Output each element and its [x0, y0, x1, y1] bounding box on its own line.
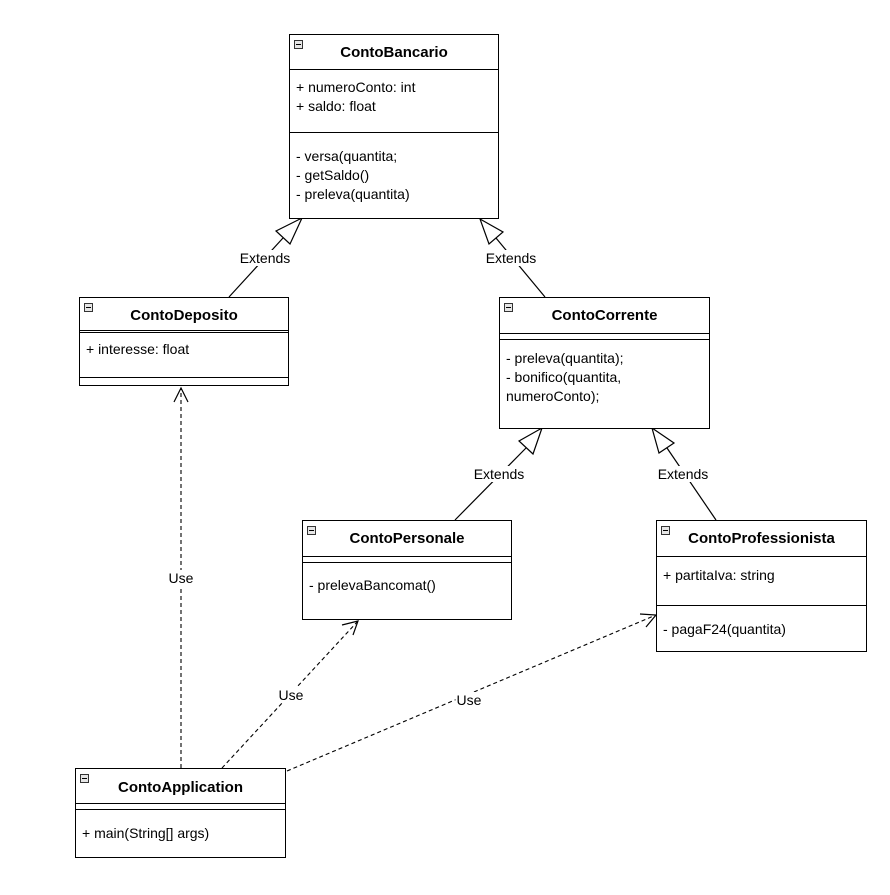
extends-line-professionista [666, 447, 717, 521]
attributes-section: + partitaIva: string [657, 557, 866, 605]
method: - getSaldo() [296, 167, 370, 183]
attribute: + interesse: float [86, 341, 190, 357]
use-label: Use [167, 570, 195, 586]
attributes-section: + interesse: float [80, 333, 288, 377]
methods-section: - versa(quantita; - getSaldo() - preleva… [290, 132, 498, 218]
collapse-icon[interactable] [504, 303, 513, 312]
class-name: ContoApplication [118, 779, 243, 796]
methods-section: - preleva(quantita); - bonifico(quantita… [500, 339, 709, 427]
use-label: Use [277, 687, 305, 703]
collapse-icon[interactable] [661, 526, 670, 535]
attribute: + numeroConto: int [296, 79, 416, 95]
class-conto-deposito[interactable]: ContoDeposito + interesse: float [79, 297, 289, 386]
class-name: ContoDeposito [130, 307, 238, 324]
extends-label: Extends [238, 250, 292, 266]
generalization-arrowhead [517, 426, 544, 456]
class-header: ContoCorrente [500, 298, 709, 334]
class-conto-bancario[interactable]: ContoBancario + numeroConto: int + saldo… [289, 34, 499, 219]
method: - bonifico(quantita, [506, 369, 622, 385]
extends-label: Extends [484, 250, 538, 266]
method: - preleva(quantita) [296, 186, 410, 202]
class-header: ContoApplication [76, 769, 285, 804]
method: - pagaF24(quantita) [663, 621, 786, 637]
class-header: ContoDeposito [80, 298, 288, 333]
extends-line-personale [454, 447, 527, 521]
generalization-arrowhead [478, 217, 505, 246]
extends-line-deposito [228, 237, 284, 298]
class-name: ContoProfessionista [688, 530, 835, 547]
class-name: ContoPersonale [349, 530, 465, 547]
methods-section: - pagaF24(quantita) [657, 605, 866, 650]
collapse-icon[interactable] [294, 40, 303, 49]
generalization-arrowhead [274, 216, 304, 246]
class-name: ContoBancario [340, 44, 448, 61]
class-header: ContoPersonale [303, 521, 511, 557]
class-conto-application[interactable]: ContoApplication + main(String[] args) [75, 768, 286, 858]
method: - preleva(quantita); [506, 350, 624, 366]
method: numeroConto); [506, 388, 600, 404]
class-name: ContoCorrente [551, 307, 658, 324]
class-conto-corrente[interactable]: ContoCorrente - preleva(quantita); - bon… [499, 297, 710, 429]
collapse-icon[interactable] [80, 774, 89, 783]
attribute: + saldo: float [296, 98, 376, 114]
method: - prelevaBancomat() [309, 577, 436, 593]
class-conto-personale[interactable]: ContoPersonale - prelevaBancomat() [302, 520, 512, 620]
collapse-icon[interactable] [84, 303, 93, 312]
class-conto-professionista[interactable]: ContoProfessionista + partitaIva: string… [656, 520, 867, 652]
attribute: + partitaIva: string [663, 567, 775, 583]
use-line-professionista [286, 614, 657, 772]
extends-label: Extends [472, 466, 526, 482]
method: + main(String[] args) [82, 825, 210, 841]
class-header: ContoProfessionista [657, 521, 866, 557]
methods-section: + main(String[] args) [76, 809, 285, 856]
extends-line-corrente [495, 237, 546, 298]
open-arrowhead [341, 620, 359, 636]
generalization-arrowhead [650, 426, 676, 454]
use-label: Use [455, 692, 483, 708]
class-header: ContoBancario [290, 35, 498, 70]
collapse-icon[interactable] [307, 526, 316, 535]
attributes-section: + numeroConto: int + saldo: float [290, 70, 498, 132]
methods-section: - prelevaBancomat() [303, 562, 511, 617]
method: - versa(quantita; [296, 148, 398, 164]
extends-label: Extends [656, 466, 710, 482]
methods-section [80, 377, 288, 382]
open-arrowhead [173, 386, 189, 403]
